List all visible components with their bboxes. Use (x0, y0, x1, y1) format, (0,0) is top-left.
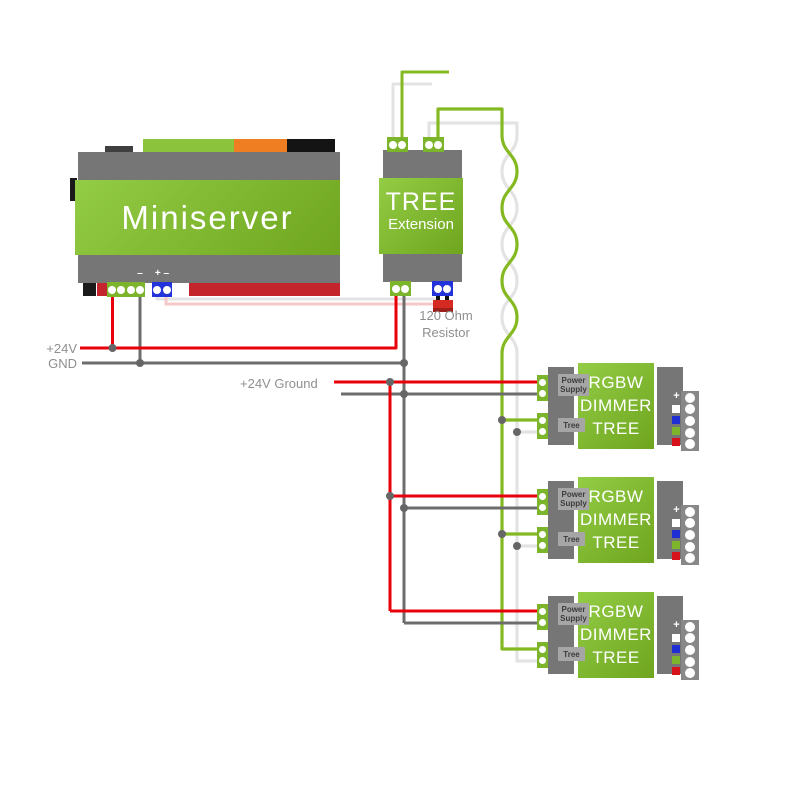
white-channel-marker (672, 634, 680, 642)
tree-bus-green-wire (436, 107, 542, 651)
miniserver-side-tab (70, 178, 77, 201)
power-supply-label: Power Supply (558, 603, 589, 625)
power-supply-connector (537, 604, 548, 630)
miniserver-red-terminal (97, 283, 110, 296)
dimmer-title-line3: TREE (592, 648, 640, 667)
output-terminal (681, 391, 699, 451)
miniserver-top-rail (78, 152, 340, 180)
miniserver-top-green-strip (143, 139, 234, 153)
rgbw-dimmer-tree-device-2: Power Supply Tree RGBW DIMMER TREE + (537, 477, 702, 565)
miniserver-24v-connector (107, 282, 145, 297)
tree-connector (537, 413, 548, 439)
power-supply-connector (537, 375, 548, 401)
miniserver-top-black-strip (287, 139, 335, 153)
dimmer-title-line3: TREE (592, 419, 640, 438)
tree-extension-top-rail (383, 150, 462, 178)
tree-extension-subtitle: Extension (388, 216, 454, 233)
miniserver-top-dark-strip (105, 146, 133, 153)
output-channel-markers: + (672, 391, 681, 446)
plus-marker: + (673, 504, 680, 516)
power-supply-connector (537, 489, 548, 515)
tree-branch-stub-wires (391, 70, 449, 145)
miniserver-top-orange-strip (234, 139, 287, 153)
tree-label: Tree (558, 418, 585, 432)
plus24v-label: +24V (46, 341, 77, 356)
resistor-label-line1: 120 Ohm (419, 308, 473, 323)
blue-channel-marker (672, 530, 680, 538)
white-channel-marker (672, 405, 680, 413)
dimmer-title-line2: DIMMER (580, 625, 652, 644)
dimmer-title-line2: DIMMER (580, 510, 652, 529)
green-channel-marker (672, 427, 680, 435)
output-terminal (681, 620, 699, 680)
terminating-resistor (433, 300, 453, 312)
miniserver-title: Miniserver (121, 198, 294, 236)
junction-dots (108, 344, 521, 550)
tree-extension-device: TREE Extension (379, 178, 463, 254)
tree-label: Tree (558, 532, 585, 546)
miniserver-link-polarity-label: + – (154, 268, 170, 279)
resistor-label-line2: Resistor (422, 325, 470, 340)
output-terminal (681, 505, 699, 565)
dimmer-title-line3: TREE (592, 533, 640, 552)
tree-extension-power-connector (390, 281, 411, 296)
miniserver-24v-minus-label: – (137, 268, 143, 279)
power-supply-label: Power Supply (558, 488, 589, 510)
red-channel-marker (672, 667, 680, 675)
miniserver-device: Miniserver (75, 180, 340, 255)
rgbw-dimmer-tree-device-3: Power Supply Tree RGBW DIMMER TREE + (537, 592, 702, 680)
dimmer-title: RGBW DIMMER TREE (578, 363, 654, 449)
plus-marker: + (673, 390, 680, 402)
green-channel-marker (672, 656, 680, 664)
plus24v-ground-label: +24V Ground (240, 376, 318, 391)
gnd-label: GND (48, 356, 77, 371)
green-channel-marker (672, 541, 680, 549)
dimmer-title-line1: RGBW (588, 373, 644, 392)
miniserver-black-terminal (83, 283, 96, 296)
plus-marker: + (673, 619, 680, 631)
miniserver-terminal-strip (189, 283, 340, 296)
tree-extension-title: TREE (385, 188, 457, 216)
rgbw-dimmer-tree-device-1: Power Supply Tree RGBW DIMMER TREE + (537, 363, 702, 451)
resistor-label: 120 Ohm Resistor (406, 307, 486, 341)
power-supply-label: Power Supply (558, 374, 589, 396)
output-channel-markers: + (672, 505, 681, 560)
blue-channel-marker (672, 416, 680, 424)
white-channel-marker (672, 519, 680, 527)
miniserver-link-connector (152, 282, 172, 297)
plus24v-wires (80, 289, 542, 613)
red-channel-marker (672, 438, 680, 446)
dimmer-title-line1: RGBW (588, 487, 644, 506)
tree-extension-bottom-rail (383, 254, 462, 282)
tree-extension-branch2-connector (423, 137, 444, 152)
tree-extension-link-connector (432, 281, 453, 296)
tree-extension-branch1-connector (387, 137, 408, 152)
tree-connector (537, 527, 548, 553)
dimmer-title: RGBW DIMMER TREE (578, 477, 654, 563)
miniserver-bottom-rail (78, 255, 340, 283)
dimmer-title-line1: RGBW (588, 602, 644, 621)
gnd-wires (82, 289, 542, 625)
blue-channel-marker (672, 645, 680, 653)
tree-label: Tree (558, 647, 585, 661)
tree-connector (537, 642, 548, 668)
red-channel-marker (672, 552, 680, 560)
output-channel-markers: + (672, 620, 681, 675)
dimmer-title-line2: DIMMER (580, 396, 652, 415)
dimmer-title: RGBW DIMMER TREE (578, 592, 654, 678)
